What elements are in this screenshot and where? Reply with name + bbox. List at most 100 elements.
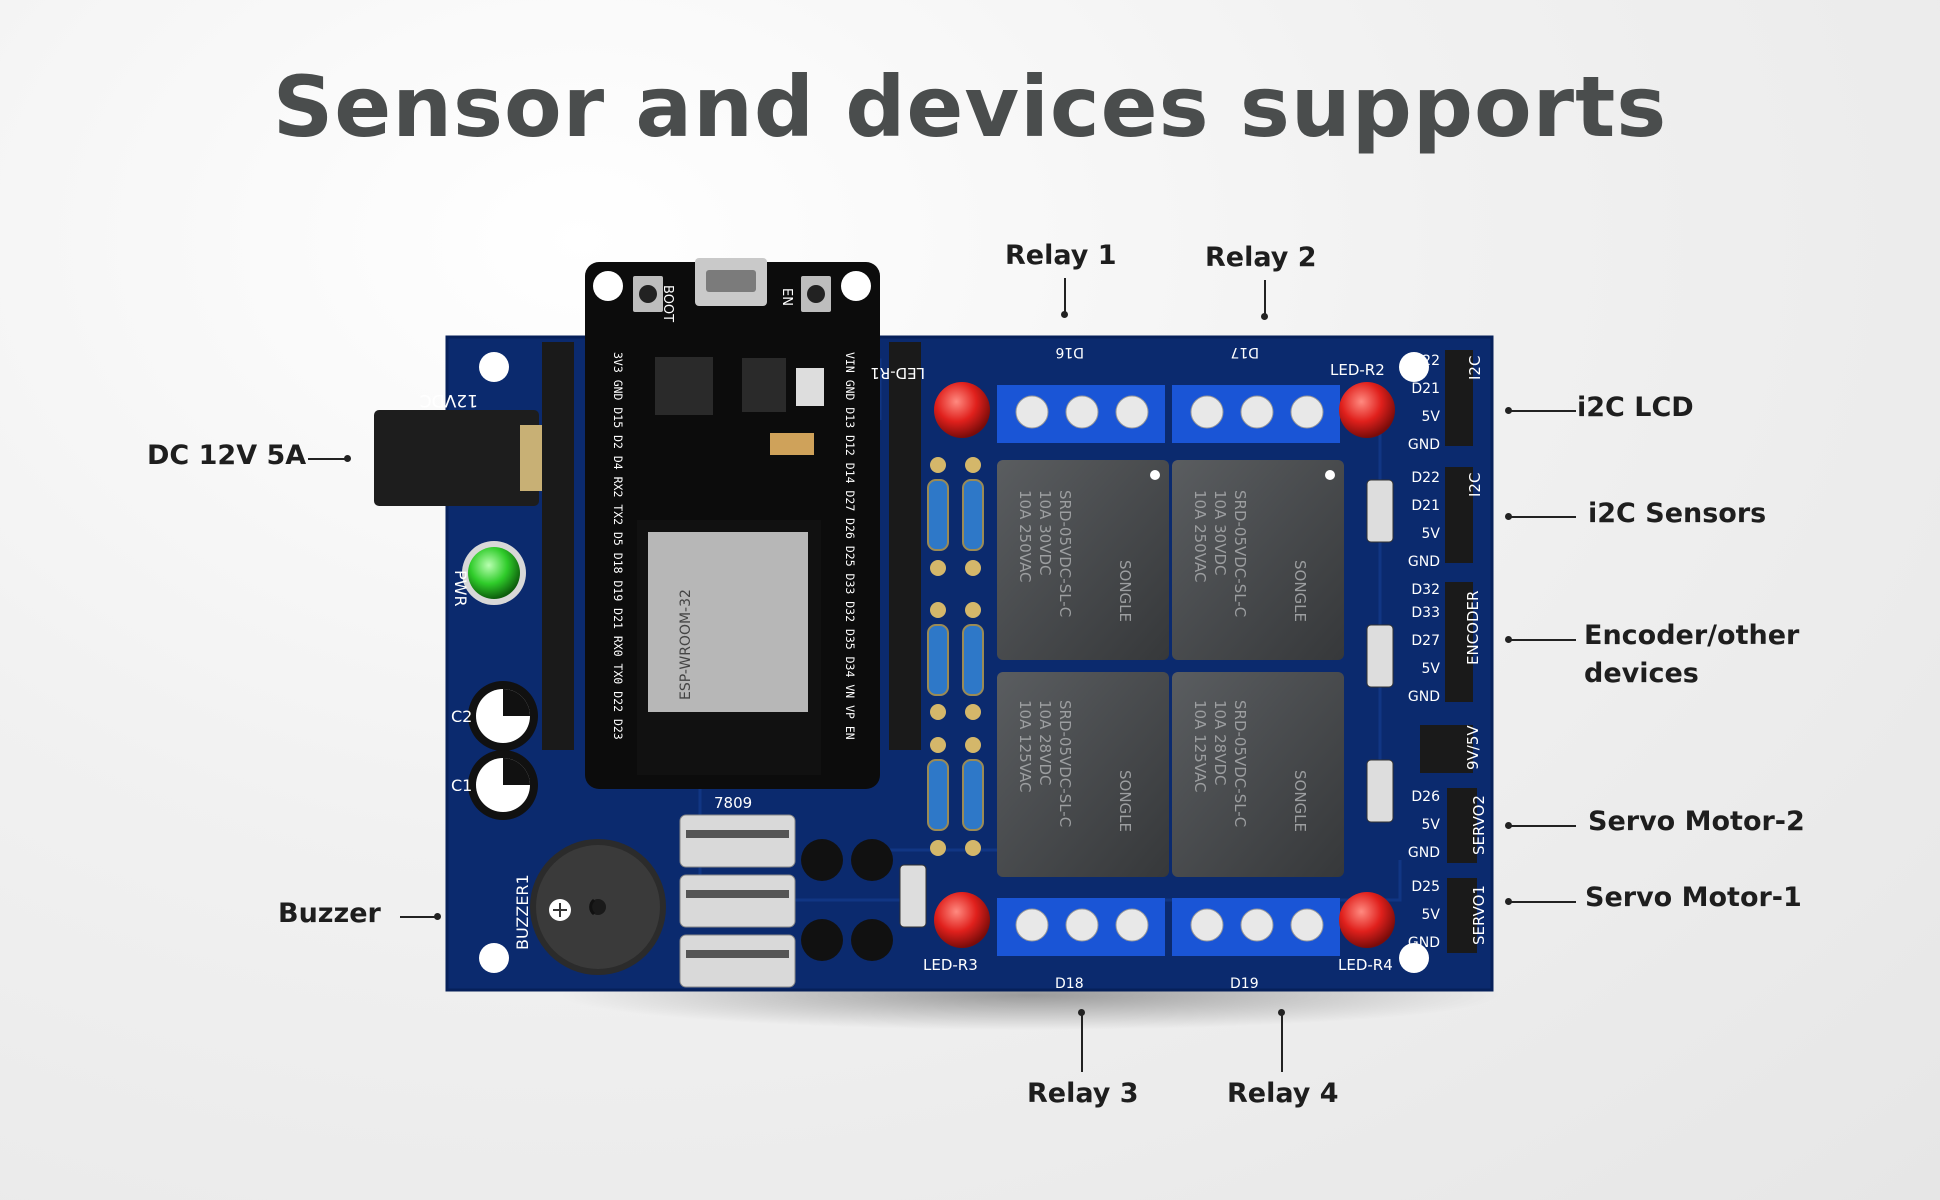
small-capacitors [801,839,893,961]
pin-label: GND [1408,437,1440,453]
silk-led-r3: LED-R3 [923,956,978,974]
leader-relay-2 [1264,280,1266,316]
relay2-spec3: 10A 30VDC [1211,490,1229,576]
pin-label: D33 [1411,605,1440,621]
silk-led-r1: LED-R1 [870,364,925,382]
leader-dot [1261,313,1268,320]
relay1-model: SRD-05VDC-SL-C [1056,490,1074,617]
pin-label: D22 [1411,470,1440,486]
silk-d18: D18 [1055,976,1084,992]
led-r1 [934,382,990,438]
leader-dot [1078,1009,1085,1016]
led-r4 [1339,892,1395,948]
diodes [899,479,1394,928]
terminal-block-relay4 [1172,898,1340,956]
leader-i2c-lcd [1510,410,1576,412]
leader-relay-1 [1064,278,1066,314]
relay3-brand: SONGLE [1116,770,1134,832]
relay-1-body [997,460,1169,660]
leader-dot [1505,636,1512,643]
label-encoder-line2: devices [1584,658,1699,689]
pin-label: D27 [1411,633,1440,649]
relay4-spec2: 10A 125VAC [1191,700,1209,793]
silk-7809: 7809 [714,794,752,812]
resistors [927,479,984,831]
pin-label: D21 [1411,381,1440,397]
leader-dot [1505,513,1512,520]
silk-9v-5v: 9V/5V [1464,725,1482,770]
label-i2c-lcd: i2C LCD [1577,392,1694,423]
capacitor-c1 [468,750,538,820]
label-relay-1: Relay 1 [1005,240,1117,271]
leader-i2c-sensors [1510,516,1576,518]
leader-encoder [1510,639,1576,641]
silk-12vdc: 12VDC [420,390,478,410]
leader-buzzer [400,916,438,918]
relay3-spec2: 10A 125VAC [1016,700,1034,793]
label-encoder-line1: Encoder/other [1584,620,1800,651]
relay4-model: SRD-05VDC-SL-C [1231,700,1249,827]
label-servo-motor-2: Servo Motor-2 [1588,806,1805,837]
page-title: Sensor and devices supports [272,58,1668,156]
silk-led-r4: LED-R4 [1338,956,1393,974]
silk-boot: BOOT [660,285,675,322]
leader-dot [1278,1009,1285,1016]
silk-led-r2: LED-R2 [1330,361,1385,379]
silk-d17: D17 [1230,344,1259,360]
relay4-brand: SONGLE [1291,770,1309,832]
jumper-9v-5v [1420,725,1473,773]
relay2-brand: SONGLE [1291,560,1309,622]
pin-label: D32 [1411,582,1440,598]
silk-c2: C2 [451,707,472,726]
silk-d19: D19 [1230,976,1259,992]
silk-pins-right: VIN GND D13 D12 D14 D27 D26 D25 D33 D32 … [843,352,857,740]
pin-label: D22 [1411,353,1440,369]
label-relay-2: Relay 2 [1205,242,1317,273]
silk-servo1: SERVO1 [1470,885,1488,945]
relay3-model: SRD-05VDC-SL-C [1056,700,1074,827]
pin-label: 5V [1422,409,1441,425]
header-encoder [1445,582,1473,702]
leader-relay-4 [1281,1012,1283,1072]
esp32-devkit: BOOT EN ESP-WROOM-32 3V3 GND D15 D2 D4 R… [585,258,880,789]
leader-dot [434,913,441,920]
silk-pwr: PWR [451,570,470,607]
voltage-regulator-7809 [679,814,796,988]
relay-4-body [1172,672,1344,877]
label-relay-3: Relay 3 [1027,1078,1139,1109]
leader-dot [1505,898,1512,905]
leader-dot [1505,407,1512,414]
resistor-pads [930,457,981,856]
header-i2c-lcd [1445,350,1473,446]
silk-buzzer1: BUZZER1 [513,874,532,950]
leader-relay-3 [1081,1012,1083,1072]
label-dc-12v-5a: DC 12V 5A [147,440,307,471]
silk-en: EN [779,288,794,306]
pin-label: 5V [1422,661,1441,677]
relay3-spec4: 10A 28VDC [1036,700,1054,786]
relay4-spec4: 10A 28VDC [1211,700,1229,786]
terminal-block-relay1 [997,385,1165,443]
silk-i2c-2: I2C [1466,473,1484,497]
relay1-spec1: 10A 250VAC [1016,490,1034,583]
buzzer-component [530,839,666,975]
leader-dot [1061,311,1068,318]
dc-jack [374,410,539,506]
pin-label: 5V [1422,817,1441,833]
capacitor-c2 [468,681,538,751]
pin-label: GND [1408,935,1440,951]
label-servo-motor-1: Servo Motor-1 [1585,882,1802,913]
header-servo1 [1447,878,1477,953]
silk-c1: C1 [451,776,472,795]
leader-dc [308,458,348,460]
terminal-block-relay3 [997,898,1165,956]
header-i2c-sensors [1445,467,1473,563]
terminal-block-relay2 [1172,385,1340,443]
relay-3-body [997,672,1169,877]
leader-servo2 [1510,825,1576,827]
leader-dot [344,455,351,462]
relay2-spec1: 10A 250VAC [1191,490,1209,583]
relay-2-body [1172,460,1344,660]
pin-label: 5V [1422,526,1441,542]
